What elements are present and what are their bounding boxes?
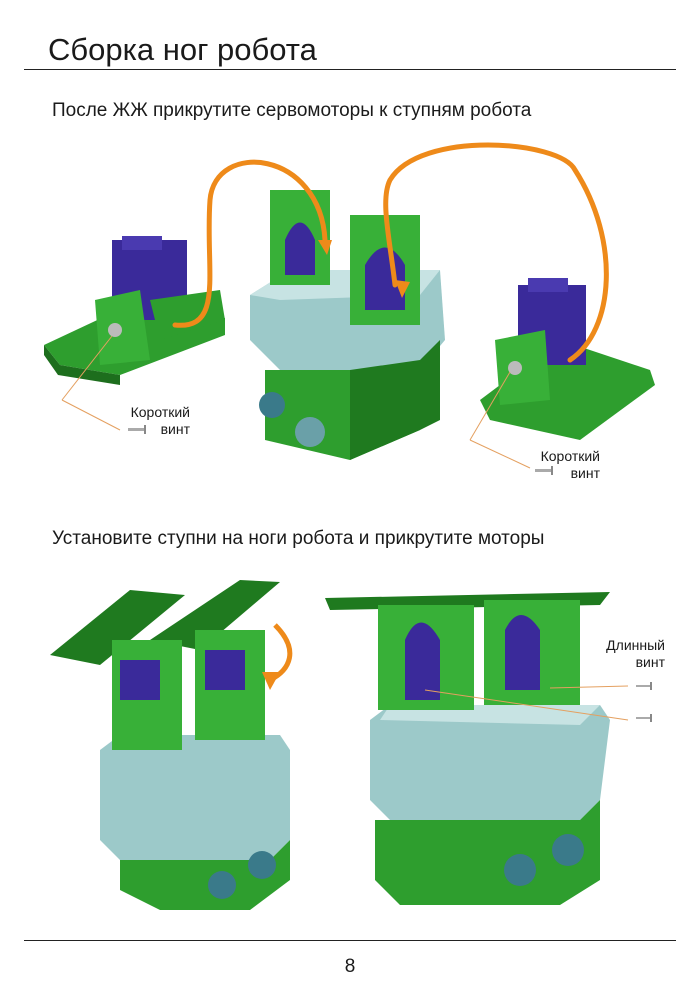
page-number: 8 xyxy=(344,956,356,977)
footer-divider xyxy=(24,940,676,941)
page-title: Сборка ног робота xyxy=(48,32,317,67)
left-robot xyxy=(50,580,293,910)
short-screw-icon-left xyxy=(128,425,146,434)
long-screw-icon-2 xyxy=(636,714,652,722)
robot-body xyxy=(250,190,445,460)
assembly-arrows xyxy=(172,142,609,363)
short-screw-label-left: Короткий винт xyxy=(110,404,190,438)
long-screw-icon-1 xyxy=(636,682,652,690)
label-line: Короткий xyxy=(130,404,190,420)
long-screw-label: Длинный винт xyxy=(580,637,665,671)
step-1-text: После ЖЖ прикрутите сервомоторы к ступня… xyxy=(52,100,532,121)
label-line: Короткий xyxy=(540,448,600,464)
title-divider xyxy=(24,69,676,70)
label-line: винт xyxy=(635,654,665,670)
left-foot-assembly xyxy=(44,236,225,385)
right-robot xyxy=(325,592,610,905)
label-line: винт xyxy=(160,421,190,437)
short-screw-icon-right xyxy=(535,466,553,475)
figure-servo-to-feet xyxy=(44,142,655,475)
right-foot-assembly xyxy=(480,278,655,440)
figure-feet-on-legs xyxy=(50,580,652,910)
label-line: винт xyxy=(570,465,600,481)
short-screw-label-right: Короткий винт xyxy=(520,448,600,482)
label-line: Длинный xyxy=(606,637,665,653)
step-2-text: Установите ступни на ноги робота и прикр… xyxy=(52,528,545,549)
